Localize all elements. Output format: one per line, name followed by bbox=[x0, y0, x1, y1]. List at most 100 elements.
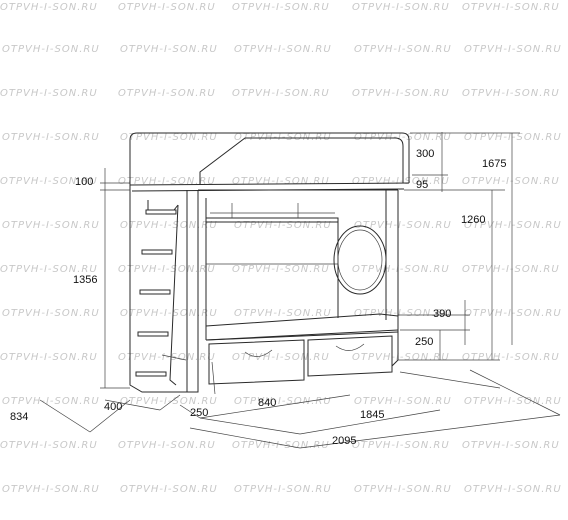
watermark-text: OTPVH-I-SON.RU bbox=[232, 176, 330, 187]
watermark-text: OTPVH-I-SON.RU bbox=[464, 484, 562, 495]
watermark-text: OTPVH-I-SON.RU bbox=[120, 308, 218, 319]
dim-95: 95 bbox=[416, 179, 428, 191]
dim-834: 834 bbox=[10, 411, 28, 423]
dim-250-vertical: 250 bbox=[415, 336, 433, 348]
ladder-step-3 bbox=[139, 289, 171, 295]
watermark-text: OTPVH-I-SON.RU bbox=[464, 396, 562, 407]
watermark-text: OTPVH-I-SON.RU bbox=[0, 264, 98, 275]
watermark-text: OTPVH-I-SON.RU bbox=[464, 132, 562, 143]
watermark-text: OTPVH-I-SON.RU bbox=[352, 2, 450, 13]
watermark-text: OTPVH-I-SON.RU bbox=[234, 308, 332, 319]
watermark-text: OTPVH-I-SON.RU bbox=[352, 440, 450, 451]
watermark-text: OTPVH-I-SON.RU bbox=[2, 132, 100, 143]
dim-300: 300 bbox=[416, 148, 434, 160]
watermark-text: OTPVH-I-SON.RU bbox=[354, 220, 452, 231]
watermark-text: OTPVH-I-SON.RU bbox=[2, 396, 100, 407]
lower-mattress-bottom bbox=[205, 331, 399, 341]
ladder-step-4 bbox=[137, 331, 169, 337]
watermark-text: OTPVH-I-SON.RU bbox=[462, 2, 560, 13]
dim-1356: 1356 bbox=[73, 274, 97, 286]
watermark-text: OTPVH-I-SON.RU bbox=[118, 264, 216, 275]
watermark-text: OTPVH-I-SON.RU bbox=[464, 308, 562, 319]
upper-headboard bbox=[129, 132, 410, 185]
watermark-text: OTPVH-I-SON.RU bbox=[232, 264, 330, 275]
ladder-step-5 bbox=[135, 371, 167, 377]
drawer-right bbox=[307, 335, 393, 377]
watermark-text: OTPVH-I-SON.RU bbox=[2, 220, 100, 231]
ladder-step-1b bbox=[145, 209, 177, 215]
watermark-text: OTPVH-I-SON.RU bbox=[462, 88, 560, 99]
bed-drawing bbox=[129, 132, 410, 395]
dim-1845: 1845 bbox=[360, 409, 384, 421]
watermark-text: OTPVH-I-SON.RU bbox=[354, 484, 452, 495]
watermark-text: OTPVH-I-SON.RU bbox=[120, 484, 218, 495]
watermark-text: OTPVH-I-SON.RU bbox=[120, 396, 218, 407]
dim-400: 400 bbox=[104, 401, 122, 413]
watermark-text: OTPVH-I-SON.RU bbox=[462, 352, 560, 363]
watermark-text: OTPVH-I-SON.RU bbox=[120, 220, 218, 231]
watermark-text: OTPVH-I-SON.RU bbox=[2, 484, 100, 495]
watermark-text: OTPVH-I-SON.RU bbox=[118, 352, 216, 363]
ladder-side bbox=[161, 354, 187, 361]
watermark-text: OTPVH-I-SON.RU bbox=[232, 88, 330, 99]
drawer-right-handle bbox=[335, 343, 365, 351]
dimension-labels: 300 1675 100 95 1260 1356 390 250 834 40… bbox=[10, 148, 506, 447]
watermark-text: OTPVH-I-SON.RU bbox=[462, 176, 560, 187]
dimension-lines bbox=[39, 132, 561, 449]
watermark-text: OTPVH-I-SON.RU bbox=[354, 44, 452, 55]
dim-1675: 1675 bbox=[482, 158, 506, 170]
watermark-text: OTPVH-I-SON.RU bbox=[232, 2, 330, 13]
dim-1260: 1260 bbox=[461, 214, 485, 226]
watermark-text: OTPVH-I-SON.RU bbox=[354, 132, 452, 143]
right-panel bbox=[391, 190, 399, 367]
dim-390: 390 bbox=[433, 308, 451, 320]
watermark-text: OTPVH-I-SON.RU bbox=[234, 396, 332, 407]
watermark-text: OTPVH-I-SON.RU bbox=[352, 352, 450, 363]
upper-side-panel bbox=[199, 137, 404, 185]
watermark-text: OTPVH-I-SON.RU bbox=[118, 176, 216, 187]
watermark-text: OTPVH-I-SON.RU bbox=[232, 352, 330, 363]
watermark-text: OTPVH-I-SON.RU bbox=[464, 44, 562, 55]
watermark-text: OTPVH-I-SON.RU bbox=[118, 88, 216, 99]
watermark-text: OTPVH-I-SON.RU bbox=[120, 132, 218, 143]
ladder-rail bbox=[169, 204, 179, 386]
dim-250-horizontal: 250 bbox=[190, 407, 208, 419]
upper-bed-edge bbox=[129, 182, 410, 186]
watermark-text: OTPVH-I-SON.RU bbox=[120, 44, 218, 55]
watermark-text: OTPVH-I-SON.RU bbox=[234, 484, 332, 495]
watermark-text: OTPVH-I-SON.RU bbox=[352, 88, 450, 99]
watermark-text: OTPVH-I-SON.RU bbox=[462, 264, 560, 275]
watermark-text: OTPVH-I-SON.RU bbox=[352, 176, 450, 187]
drawer-left-handle bbox=[244, 349, 273, 357]
watermark-text: OTPVH-I-SON.RU bbox=[0, 2, 98, 13]
dim-840: 840 bbox=[258, 397, 276, 409]
watermark-text: OTPVH-I-SON.RU bbox=[0, 440, 98, 451]
round-window bbox=[333, 225, 387, 295]
watermark-text: OTPVH-I-SON.RU bbox=[0, 352, 98, 363]
watermark-text: OTPVH-I-SON.RU bbox=[354, 396, 452, 407]
watermark-text: OTPVH-I-SON.RU bbox=[2, 308, 100, 319]
watermark-text: OTPVH-I-SON.RU bbox=[354, 308, 452, 319]
round-window-inner bbox=[337, 229, 383, 291]
watermark-text: OTPVH-I-SON.RU bbox=[0, 176, 98, 187]
watermark-text: OTPVH-I-SON.RU bbox=[352, 264, 450, 275]
watermark-text: OTPVH-I-SON.RU bbox=[462, 440, 560, 451]
dim-2095: 2095 bbox=[332, 435, 356, 447]
watermark-text: OTPVH-I-SON.RU bbox=[118, 2, 216, 13]
drawer-left-edge bbox=[211, 361, 216, 395]
watermark-text: OTPVH-I-SON.RU bbox=[232, 440, 330, 451]
watermark-text: OTPVH-I-SON.RU bbox=[118, 440, 216, 451]
watermark-text: OTPVH-I-SON.RU bbox=[2, 44, 100, 55]
ladder-step-1 bbox=[147, 200, 179, 211]
dim-100: 100 bbox=[75, 176, 93, 188]
drawer-left bbox=[208, 339, 305, 385]
watermark-text: OTPVH-I-SON.RU bbox=[234, 220, 332, 231]
watermark-text: OTPVH-I-SON.RU bbox=[0, 88, 98, 99]
left-frame bbox=[129, 185, 199, 393]
ladder-step-2 bbox=[141, 249, 173, 255]
watermark-layer: OTPVH-I-SON.RU OTPVH-I-SON.RU OTPVH-I-SON.… bbox=[0, 2, 562, 495]
lower-mattress-top bbox=[205, 313, 399, 327]
watermark-text: OTPVH-I-SON.RU bbox=[234, 44, 332, 55]
